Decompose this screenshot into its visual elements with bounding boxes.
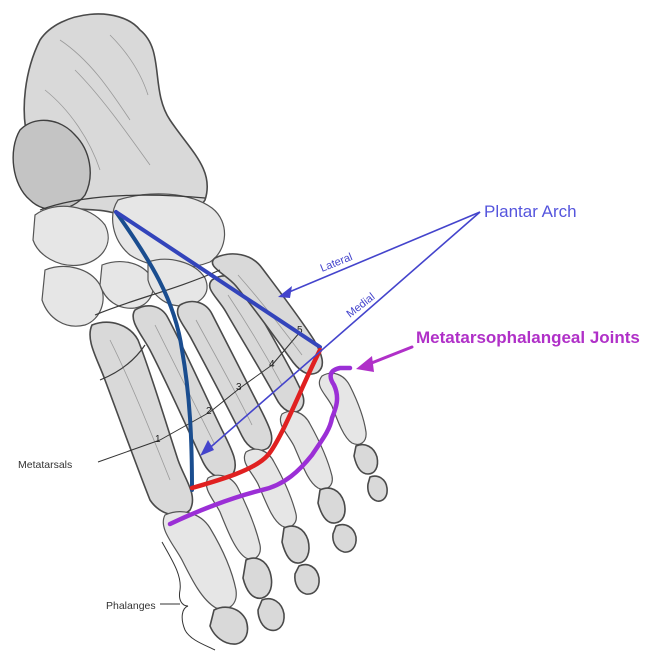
metatarsal-number-3: 3 (236, 382, 242, 393)
distal-phalanx-5 (368, 476, 387, 501)
metatarsal-number-2: 2 (206, 406, 212, 417)
middle-phalanx-2 (243, 558, 272, 598)
phalanges-label: Phalanges (106, 600, 156, 612)
cuneiform-intermediate (100, 262, 153, 309)
foot-bones (13, 14, 387, 644)
middle-phalanx-5 (354, 445, 378, 474)
plantar-arch-label: Plantar Arch (484, 202, 577, 221)
middle-phalanx-3 (282, 526, 309, 563)
middle-phalanx-4 (318, 488, 345, 523)
cuneiform-medial (42, 266, 103, 326)
navicular-bone (33, 206, 108, 265)
metatarsal-number-4: 4 (269, 359, 275, 370)
mtp-arrow (356, 347, 412, 372)
distal-phalanx-2 (258, 599, 284, 631)
metatarsals-label: Metatarsals (18, 459, 72, 471)
distal-phalanx-4 (333, 525, 356, 552)
lateral-label: Lateral (319, 251, 355, 275)
mtp-joints-label: Metatarsophalangeal Joints (416, 328, 640, 347)
metatarsal-number-1: 1 (155, 434, 161, 445)
distal-phalanx-3 (295, 565, 319, 594)
distal-phalanx-1 (210, 607, 248, 644)
